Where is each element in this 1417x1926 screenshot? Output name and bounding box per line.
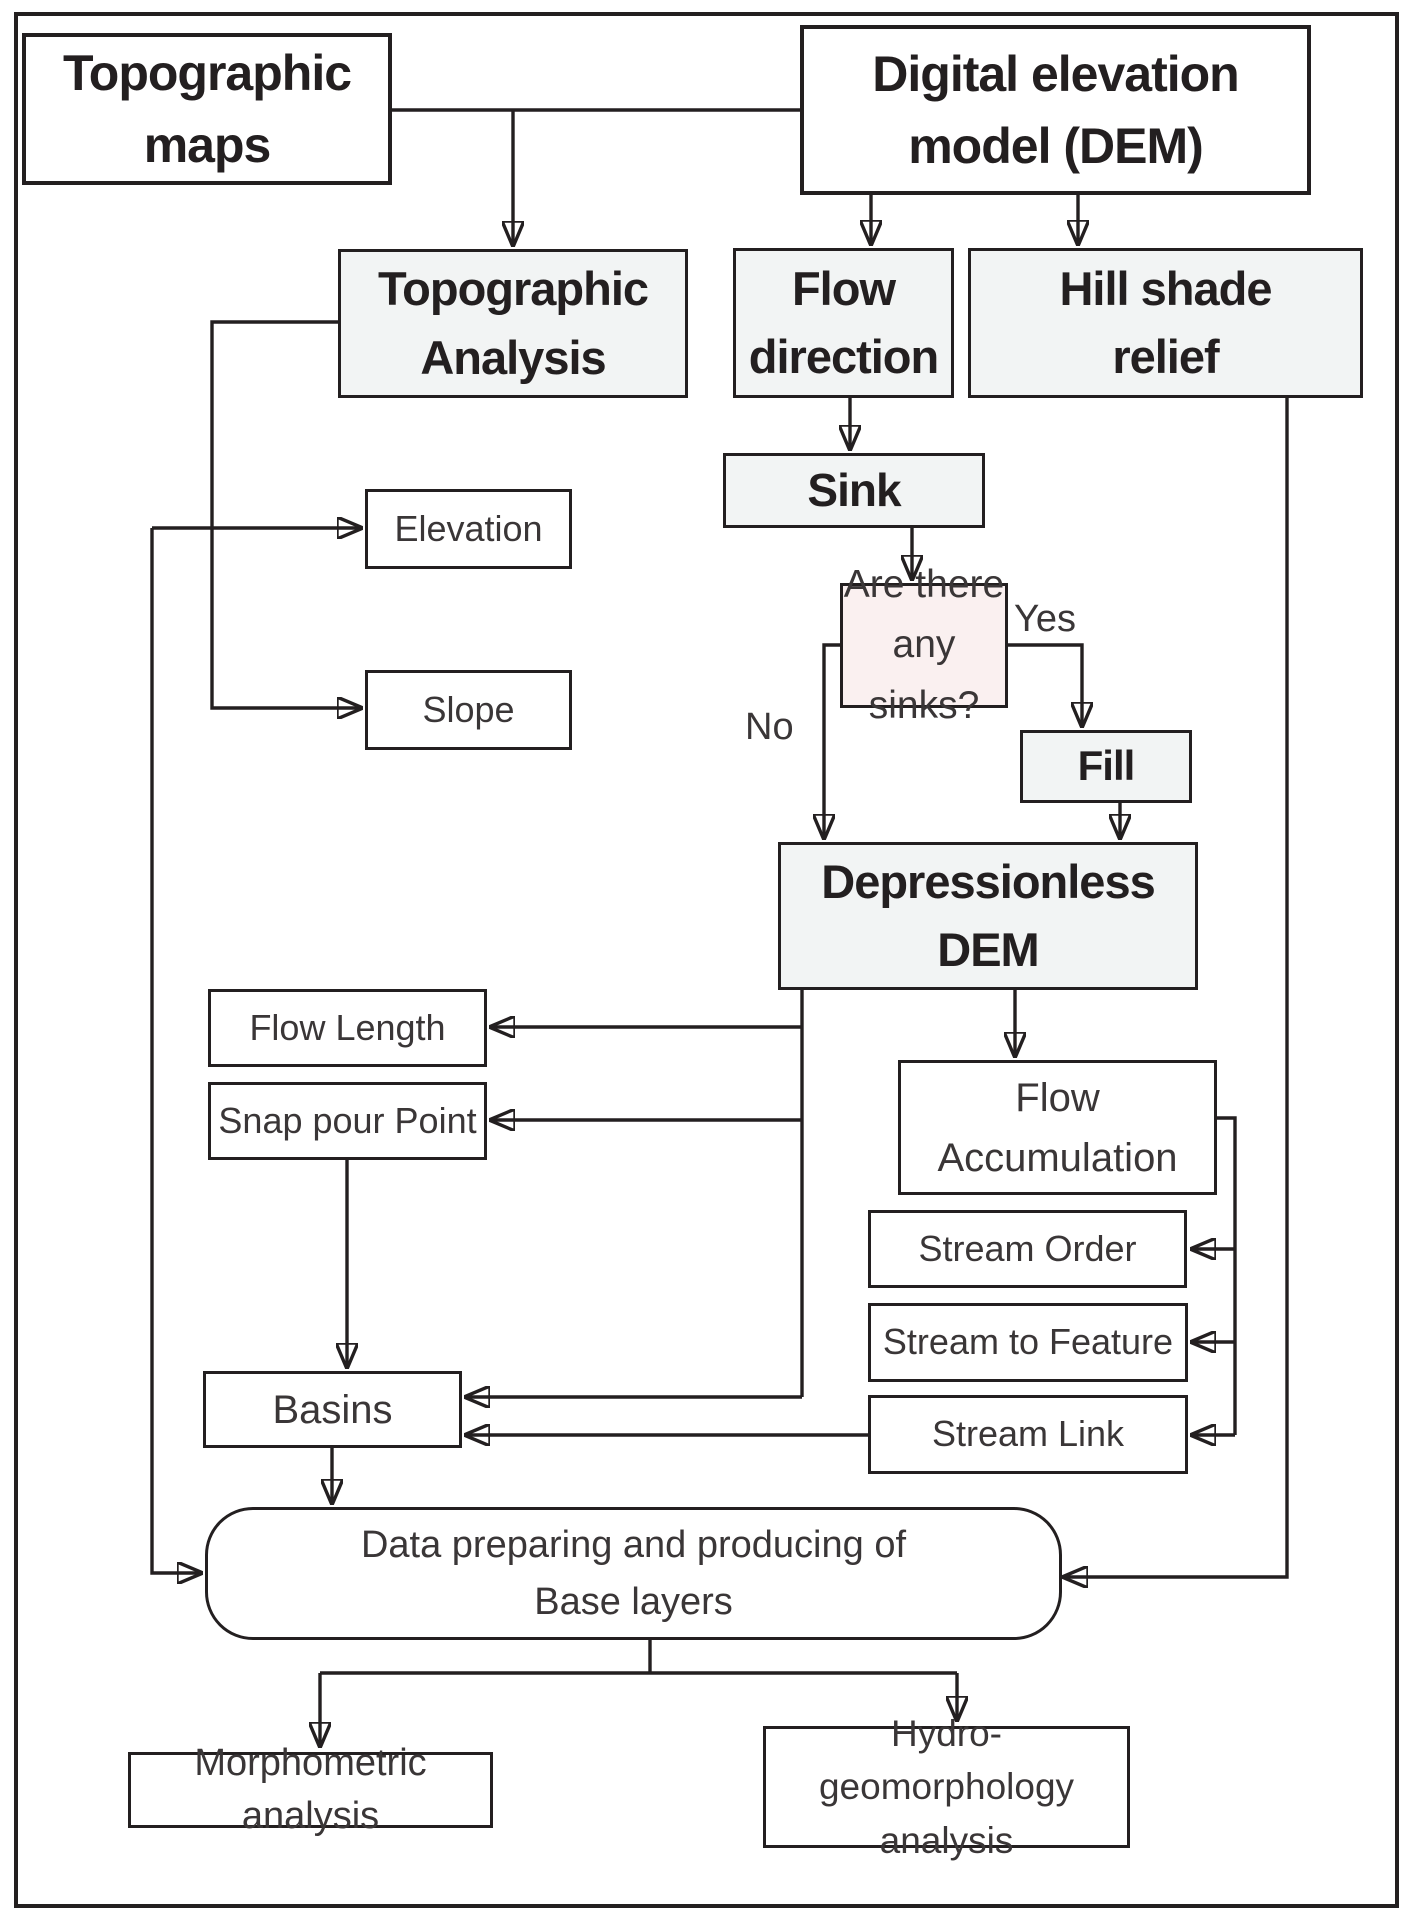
node-flow-length: Flow Length [208,989,487,1067]
edge-label-yes: Yes [1014,598,1076,640]
diagram-outer-frame [14,12,1399,1908]
node-data-preparing: Data preparing and producing of Base lay… [205,1507,1062,1640]
node-morphometric-analysis: Morphometric analysis [128,1742,493,1837]
node-elevation: Elevation [365,489,572,569]
node-stream-link: Stream Link [868,1395,1188,1474]
node-flow-direction: Flow direction [733,248,954,398]
node-flow-accumulation: Flow Accumulation [898,1060,1217,1195]
node-stream-to-feature: Stream to Feature [868,1303,1188,1382]
node-hydro-geomorphology: Hydro-geomorphology analysis [763,1713,1130,1861]
node-hill-shade-relief: Hill shade relief [968,248,1363,398]
node-digital-elevation-model: Digital elevation model (DEM) [800,25,1311,195]
node-fill: Fill [1020,730,1192,803]
node-sink: Sink [723,453,985,528]
node-topographic-analysis: Topographic Analysis [338,249,688,398]
node-basins: Basins [203,1371,462,1448]
node-topographic-maps: Topographic maps [22,33,392,185]
node-sinks-question: Are there any sinks? [840,563,1008,727]
node-stream-order: Stream Order [868,1210,1187,1288]
edge-label-no: No [745,706,794,748]
node-slope: Slope [365,670,572,750]
node-depressionless-dem: Depressionless DEM [778,842,1198,990]
node-snap-pour-point: Snap pour Point [208,1082,487,1160]
